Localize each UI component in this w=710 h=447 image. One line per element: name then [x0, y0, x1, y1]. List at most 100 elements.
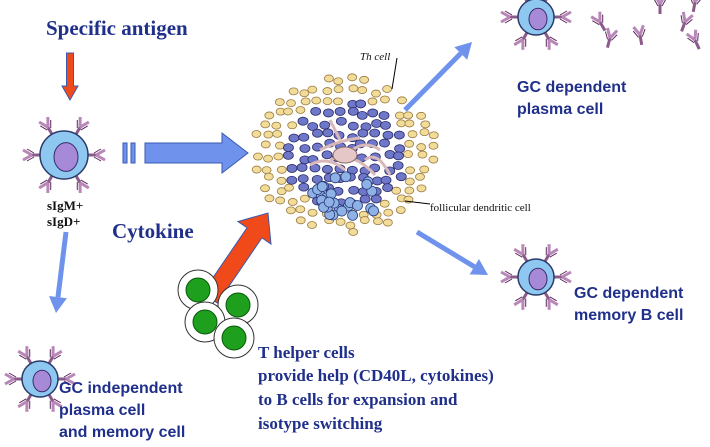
- germinal-center-b-cell: [323, 196, 335, 208]
- dendrite: [319, 136, 361, 152]
- arrow-tick-2: [130, 142, 136, 164]
- follicle-cell: [382, 85, 392, 93]
- follicle-cell: [261, 166, 272, 175]
- antibody-icon: [550, 9, 573, 25]
- follicle-cell: [272, 129, 283, 138]
- cell-layer: [3, 0, 707, 414]
- arrow-to-gc-independent-shaft: [55, 231, 69, 298]
- follicle-cell: [253, 152, 263, 161]
- follicle-cell: [397, 96, 407, 105]
- follicle-cell: [403, 150, 413, 158]
- t-helper-label-2: provide help (CD40L, cytokines): [258, 366, 494, 385]
- arrow-layer: [49, 42, 488, 313]
- memory-b-cell: [499, 242, 573, 312]
- germinal-center-cell: [323, 108, 334, 118]
- t-helper-cell: [177, 269, 219, 311]
- follicle-cell: [416, 111, 427, 120]
- follicle-cell: [251, 165, 262, 174]
- follicular-dendritic-cell-shape: [309, 119, 392, 177]
- germinal-center-cell-layer: [282, 99, 407, 221]
- antibody-icon: [499, 269, 522, 285]
- germinal-center-cell: [348, 185, 360, 195]
- follicle-cell: [382, 218, 393, 227]
- germinal-center-cell: [283, 143, 294, 153]
- follicle-cell: [307, 208, 318, 217]
- follicle-cell: [419, 165, 430, 174]
- germinal-center-b-cell: [336, 205, 348, 217]
- follicle-cell: [404, 177, 415, 186]
- follicle-cell: [428, 141, 439, 150]
- antibody-icon: [550, 269, 573, 285]
- germinal-center-b-cell: [340, 171, 352, 183]
- follicle-cell: [274, 98, 285, 106]
- dendrite: [364, 155, 392, 176]
- follicle-cell: [299, 89, 310, 98]
- arrow-to-plasma-cell-shaft: [403, 51, 463, 112]
- follicle-cell: [284, 183, 294, 192]
- follicle-cell: [335, 218, 346, 226]
- arrow-to-memory-cell-shaft: [415, 229, 476, 269]
- germinal-center-b-cell: [347, 209, 359, 221]
- follicular-dendritic-cell-label: follicular dendritic cell: [430, 202, 531, 214]
- germinal-center-cell: [298, 182, 310, 192]
- follicle-cell: [357, 86, 368, 94]
- t-helper-cell-nucleus: [221, 325, 247, 351]
- germinal-center-cell: [371, 119, 382, 128]
- follicle-cell: [295, 205, 306, 214]
- gc-dependent-memory-label-1: GC dependent: [574, 285, 684, 302]
- germinal-center-cell: [312, 128, 323, 138]
- germinal-center-cell: [380, 175, 392, 185]
- follicle-cell: [260, 120, 271, 129]
- follicle-cell: [359, 75, 370, 84]
- secreted-antibody-icon: [684, 27, 707, 54]
- th-cell-pointer: [391, 57, 398, 90]
- follicle-cell: [348, 84, 359, 93]
- follicle-cell: [395, 206, 406, 214]
- follicle-cell: [416, 184, 427, 193]
- germinal-center-cell: [359, 194, 371, 204]
- follicle-cell: [391, 186, 402, 195]
- follicle-cell: [428, 131, 439, 140]
- follicle-cell: [324, 74, 334, 83]
- follicle-cell: [403, 111, 414, 120]
- t-helper-cell-nucleus: [192, 309, 218, 335]
- germinal-center-cell: [286, 175, 298, 185]
- germinal-center-cell: [310, 106, 322, 116]
- plasma-cell: [499, 0, 573, 52]
- t-helper-cell-nucleus: [225, 292, 251, 318]
- germinal-center-cell: [355, 99, 367, 109]
- follicle-cell: [359, 216, 370, 224]
- antibody-icon: [3, 371, 26, 387]
- follicle-cell: [285, 206, 296, 215]
- follicle-cell: [264, 194, 275, 203]
- germinal-center-b-cell: [361, 178, 373, 190]
- follicle-cell: [295, 216, 306, 225]
- germinal-center-cell: [322, 128, 334, 138]
- b-cell-nucleus: [528, 7, 548, 31]
- follicle-cell: [405, 166, 415, 175]
- follicle-cell: [394, 111, 405, 120]
- arrow-to-plasma-cell-head: [454, 42, 472, 60]
- specific-antigen-label: Specific antigen: [46, 16, 188, 40]
- gc-independent-label-3: and memory cell: [59, 424, 186, 441]
- germinal-center-cell: [334, 107, 346, 116]
- naive-b-cell: [21, 114, 107, 196]
- follicle-cell: [416, 143, 427, 151]
- follicle-cell: [283, 107, 293, 116]
- follicle-cell: [345, 221, 356, 230]
- gc-independent-label-2: plasma cell: [59, 402, 146, 419]
- gc-dependent-memory-label-2: memory B cell: [574, 307, 684, 324]
- antibody-icon: [21, 147, 44, 163]
- germinal-center-cell: [347, 121, 359, 131]
- follicle-cell: [333, 77, 344, 86]
- germinal-center-cell: [380, 120, 391, 130]
- follicle-cell: [404, 139, 415, 148]
- antibody-icon: [499, 9, 522, 25]
- germinal-center-cell: [367, 108, 379, 118]
- germinal-center-cell: [369, 128, 381, 138]
- follicle-cell: [348, 228, 359, 236]
- germinal-center-cell: [357, 128, 369, 138]
- germinal-center-cell: [379, 138, 390, 148]
